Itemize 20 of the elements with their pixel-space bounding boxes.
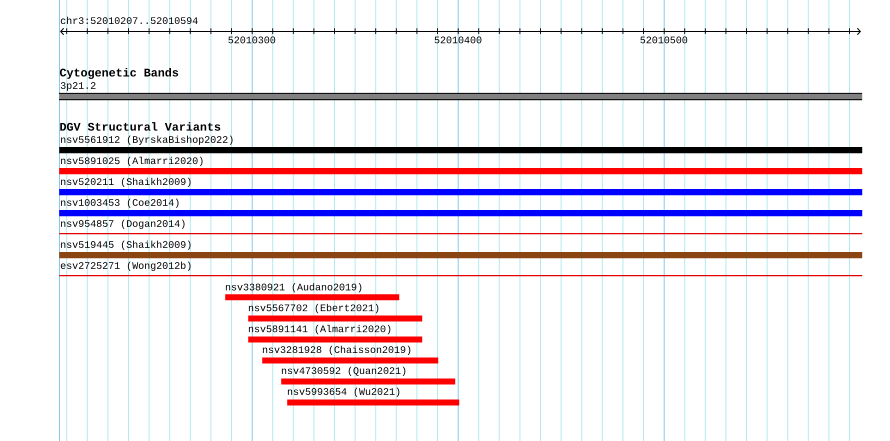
track-title: Cytogenetic Bands bbox=[60, 68, 178, 79]
coordinate-label: chr3:52010207..52010594 bbox=[60, 16, 198, 24]
tick-label: 52010500 bbox=[640, 36, 688, 44]
feature-label: nsv5891025 (Almarri2020) bbox=[61, 156, 203, 166]
feature-label: nsv3380921 (Audano2019) bbox=[226, 283, 362, 292]
feature-label: nsv1003453 (Coe2014) bbox=[61, 198, 179, 208]
feature-label: nsv519445 (Shaikh2009) bbox=[61, 240, 191, 250]
feature-label: nsv4730592 (Quan2021) bbox=[282, 366, 406, 376]
feature-label: nsv5993654 (Wu2021) bbox=[288, 388, 400, 397]
track-title: DGV Structural Variants bbox=[60, 122, 220, 131]
feature-label: nsv5561912 (ByrskaBishop2022) bbox=[61, 136, 233, 145]
feature-label: esv2725271 (Wong2012b) bbox=[60, 262, 191, 271]
feature-label: nsv954857 (Dogan2014) bbox=[61, 220, 185, 229]
feature-label: nsv5567702 (Ebert2021) bbox=[248, 304, 378, 314]
tick-label: 52010400 bbox=[434, 36, 482, 44]
band-label: 3p21.2 bbox=[60, 82, 96, 91]
feature-label: nsv3281928 (Chaisson2019) bbox=[262, 346, 410, 356]
feature-label: nsv5891141 (Almarri2020) bbox=[248, 324, 390, 334]
tick-label: 52010300 bbox=[228, 36, 276, 44]
feature-label: nsv520211 (Shaikh2009) bbox=[61, 178, 191, 188]
